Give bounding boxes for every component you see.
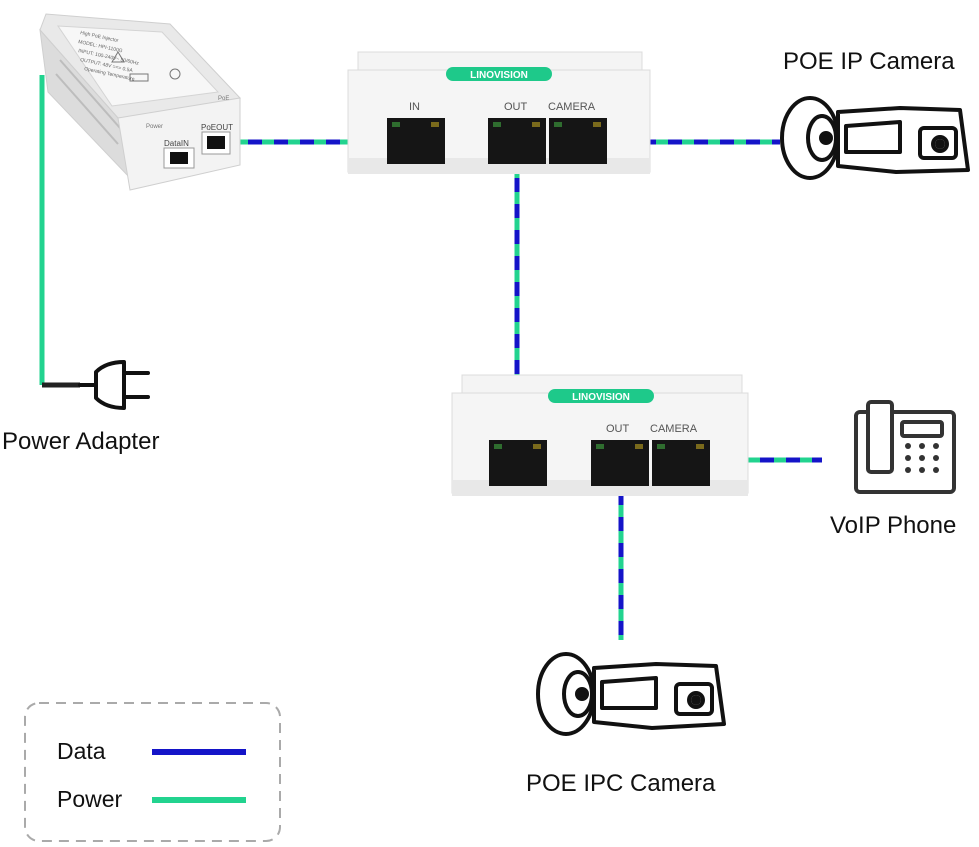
- splitter-top-port-out-label: OUT: [504, 101, 528, 113]
- splitter-bottom-port-out: [591, 440, 649, 486]
- splitter-top-port-camera: [549, 118, 607, 164]
- splitter-bottom-port-camera-label: CAMERA: [650, 423, 698, 435]
- splitter-bottom-port-out-label: OUT: [606, 423, 630, 435]
- legend: [24, 702, 281, 842]
- splitter-top: LINOVISION IN OUT CAMERA: [347, 51, 651, 174]
- label-power-adapter: Power Adapter: [2, 428, 160, 455]
- poe-ipc-camera-icon: [536, 652, 726, 736]
- legend-data-label: Data: [57, 738, 106, 764]
- injector-port-poe-out-label: PoEOUT: [201, 123, 233, 132]
- legend-power-label: Power: [57, 786, 123, 812]
- splitter-top-port-camera-label: CAMERA: [548, 101, 596, 113]
- splitter-bottom-port-camera: [652, 440, 710, 486]
- power-cable-vertical: [39, 75, 80, 388]
- injector-port-data-in: [163, 147, 195, 169]
- splitter-bottom-brand: LINOVISION: [572, 392, 630, 403]
- voip-phone-icon: [854, 400, 956, 494]
- injector-port-data-in-label: DataIN: [164, 139, 189, 148]
- power-plug-icon: [78, 360, 150, 410]
- splitter-bottom: LINOVISION OUT CAMERA: [451, 374, 749, 496]
- injector-cert-marks: [111, 51, 181, 82]
- label-voip-phone: VoIP Phone: [830, 512, 957, 539]
- splitter-top-port-in: [387, 118, 445, 164]
- injector-poe-label: PoE: [218, 96, 229, 102]
- splitter-bottom-port-in: [489, 440, 547, 486]
- splitter-top-brand: LINOVISION: [470, 70, 528, 81]
- poe-ip-camera-icon: [780, 96, 970, 180]
- splitter-top-port-in-label: IN: [409, 101, 420, 113]
- label-poe-ip-camera: POE IP Camera: [783, 48, 955, 75]
- injector-power-label: Power: [146, 124, 163, 130]
- poe-injector: High PoE Injector MODEL: HPI-1100G INPUT…: [39, 13, 241, 191]
- splitter-top-port-out: [488, 118, 546, 164]
- injector-port-poe-out: [201, 131, 231, 155]
- label-poe-ipc-camera: POE IPC Camera: [526, 770, 716, 797]
